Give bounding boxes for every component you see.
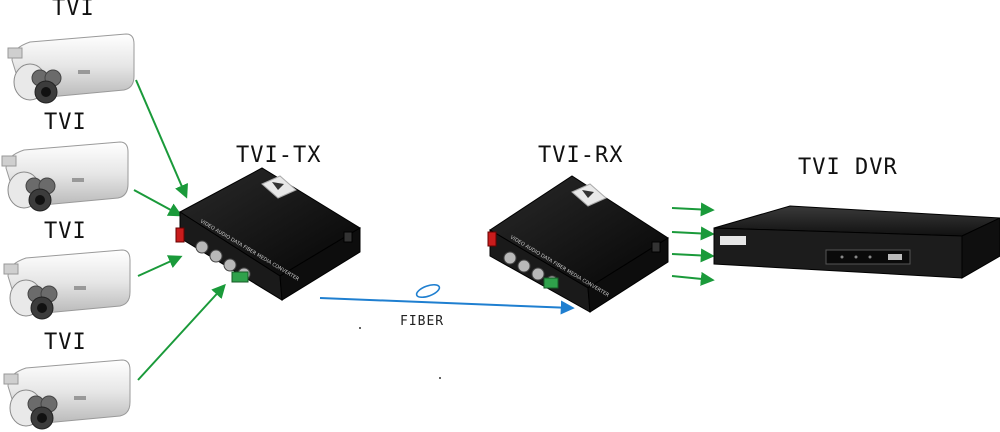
dvr-label: TVI DVR [798,155,898,180]
camera-1-label: TVI [52,0,95,21]
tx-terminal-block-icon [231,271,249,283]
arrow-camera-3-to-tx [137,255,183,277]
fiber-loop-icon [415,283,441,299]
camera-4 [3,359,131,430]
bullet-camera-icon [3,249,131,320]
arrow-camera-4-to-tx [137,283,226,381]
arrow-camera-1-to-tx [135,79,188,199]
bullet-camera-icon [1,141,129,212]
arrow-rx-to-dvr-2 [671,226,715,241]
tvi-tx-converter: VIDEO AUDIO DATA FIBER MEDIA CONVERTER [175,167,361,301]
fiber-label: FIBER [400,314,445,329]
arrow-camera-2-to-tx [133,189,183,217]
rx-label: TVI-RX [538,143,624,168]
camera-1 [7,33,135,104]
arrow-rx-to-dvr-1 [671,202,715,217]
logo-badge-icon [571,183,607,207]
rx-terminal-block-icon [543,277,559,289]
dvr-front-panel [825,249,911,265]
fiber-link-arrow [319,297,575,315]
camera-3-label: TVI [44,219,87,244]
logo-badge-icon [261,175,297,199]
camera-4-label: TVI [44,330,87,355]
dvr-usb-port-icon [888,254,902,260]
tvi-dvr [713,205,1000,279]
dvr-brand-plate [720,236,746,245]
camera-2 [1,141,129,212]
camera-2-label: TVI [44,110,87,135]
rx-fiber-port-icon [487,231,497,247]
tx-fiber-port-icon [175,227,185,243]
bullet-camera-icon [3,359,131,430]
bullet-camera-icon [7,33,135,104]
tx-label: TVI-TX [236,143,322,168]
arrow-rx-to-dvr-3 [671,248,715,263]
arrow-rx-to-dvr-4 [671,271,715,286]
tvi-rx-converter: VIDEO AUDIO DATA FIBER MEDIA CONVERTER [487,175,669,313]
camera-3 [3,249,131,320]
